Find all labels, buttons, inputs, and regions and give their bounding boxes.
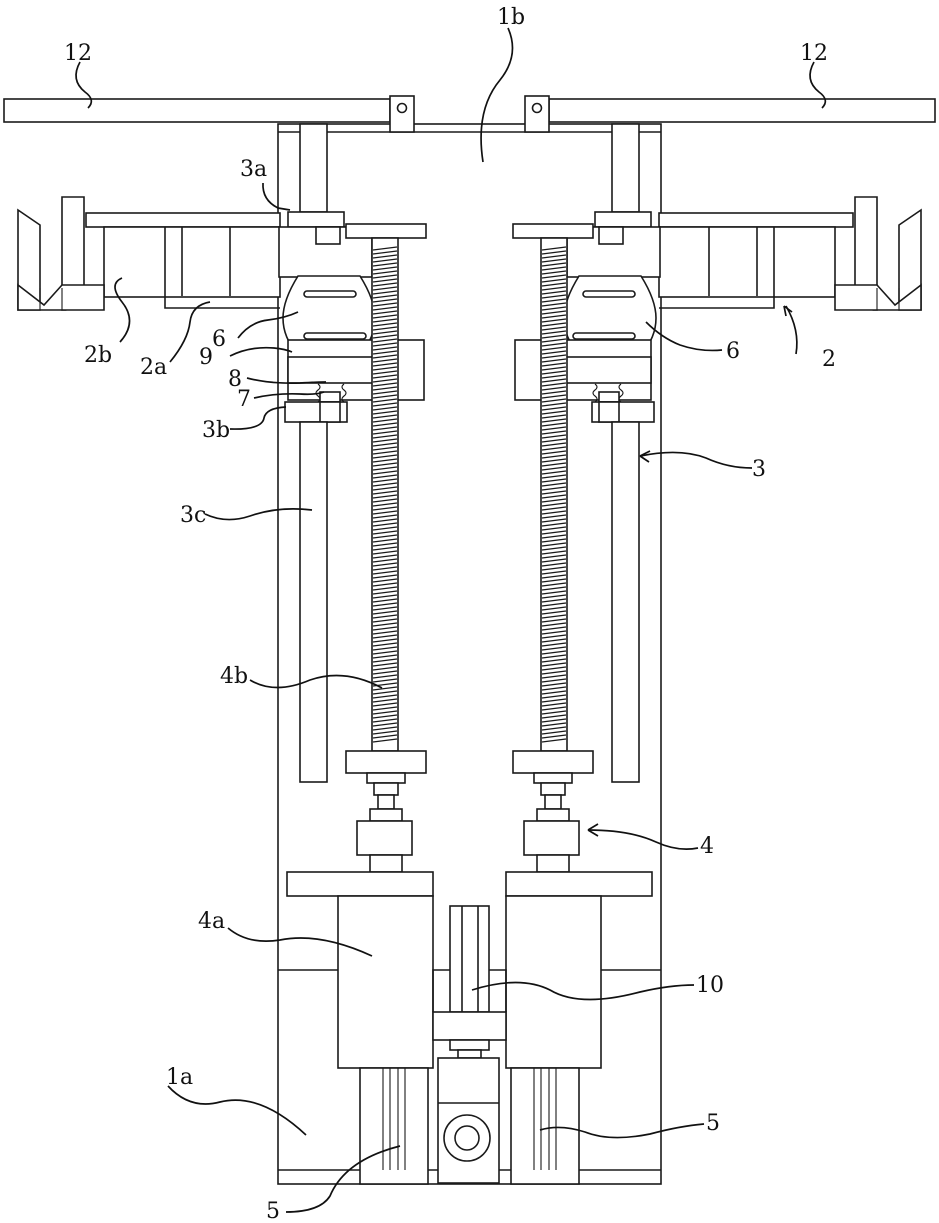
label-nut-block-right: 6 [726, 339, 740, 364]
label-center-unit: 10 [696, 973, 724, 998]
label-nut-block-left: 6 [212, 327, 226, 352]
label-rail-left: 5 [266, 1199, 280, 1223]
label-guide-assembly: 3 [752, 457, 766, 482]
guide-rail-left [300, 422, 327, 782]
label-rail-right: 5 [706, 1111, 720, 1136]
guide-post-top-right [612, 124, 639, 212]
label-spring: 7 [237, 387, 251, 412]
label-motor: 4a [198, 909, 225, 934]
guide-rail-right [612, 422, 639, 782]
label-drive-assembly: 4 [700, 834, 714, 859]
clamp-left [18, 197, 280, 310]
lead-screw-right [541, 238, 567, 751]
label-lead-screw: 4b [220, 664, 248, 689]
label-guide-bottom-block: 3b [202, 418, 230, 443]
clamp-right [659, 197, 921, 310]
guide-post-top-left [300, 124, 327, 212]
label-arm-left: 12 [64, 41, 92, 66]
label-slider: 9 [199, 345, 213, 370]
label-clamp-assembly: 2 [822, 347, 836, 372]
rail-right [511, 1068, 579, 1184]
label-clamp-base: 2a [140, 355, 167, 380]
label-clamp-jaw: 2b [84, 343, 112, 368]
rail-left [360, 1068, 428, 1184]
motor-left [338, 896, 433, 1068]
label-frame-top: 1b [497, 5, 525, 30]
label-guide-top-block: 3a [240, 157, 267, 182]
label-frame-bottom: 1a [166, 1065, 193, 1090]
lead-screw-left [372, 238, 398, 751]
label-arm-right: 12 [800, 41, 828, 66]
label-guide-rail: 3c [180, 503, 206, 528]
